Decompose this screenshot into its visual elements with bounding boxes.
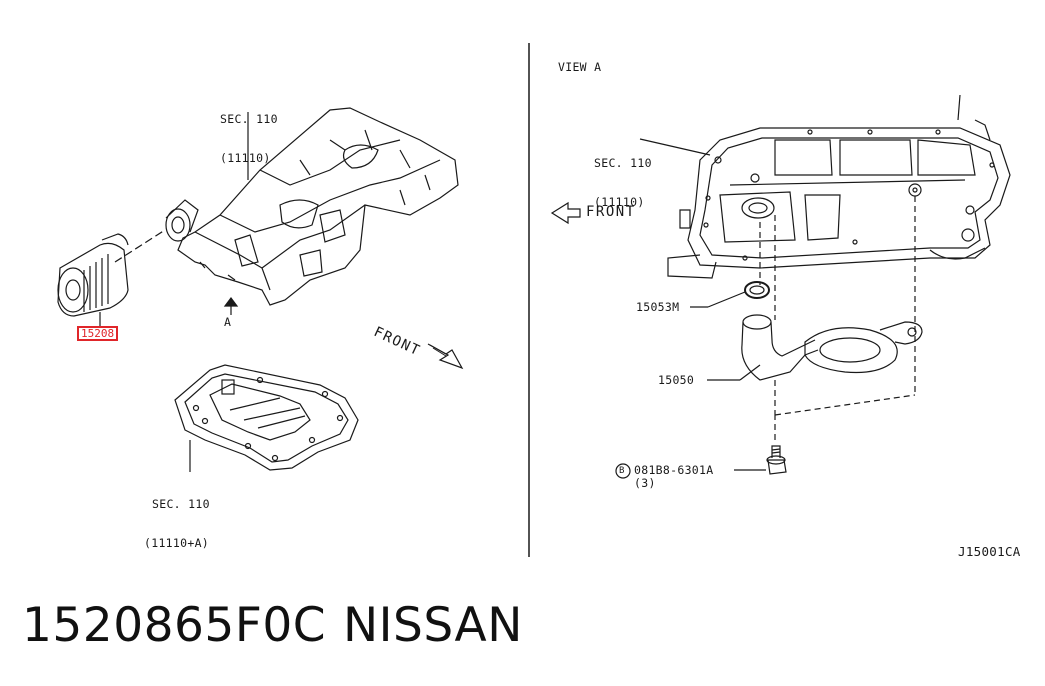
lower-oil-pan-drawing bbox=[174, 364, 359, 471]
diagram-code: J15001CA bbox=[958, 544, 1021, 559]
oil-strainer-drawing bbox=[741, 314, 923, 381]
view-a-label: VIEW A bbox=[558, 60, 602, 74]
sec-code: (11110) bbox=[594, 195, 645, 209]
sec-number: SEC. 110 bbox=[594, 156, 652, 170]
part-number-title: 1520865F0C bbox=[22, 598, 327, 653]
sec-number: SEC. 110 bbox=[152, 497, 210, 511]
bolt-qty-label: (3) bbox=[634, 476, 656, 490]
front-label-right: FRONT bbox=[586, 204, 636, 220]
sec-code: (11110) bbox=[220, 151, 271, 165]
bolt-symbol: B bbox=[619, 466, 625, 476]
part-15208-highlight[interactable]: 15208 bbox=[77, 326, 119, 341]
upper-oil-pan-drawing bbox=[114, 107, 459, 306]
sec-110-right-label: SEC. 110 (11110) bbox=[594, 131, 652, 222]
brand-title: NISSAN bbox=[343, 598, 523, 653]
sec-code: (11110+A) bbox=[144, 536, 210, 550]
part-15053m-label[interactable]: 15053M bbox=[636, 300, 680, 314]
sec-number: SEC. 110 bbox=[220, 112, 278, 126]
bolt-number-label[interactable]: 081B8-6301A bbox=[634, 463, 714, 477]
part-15050-label[interactable]: 15050 bbox=[658, 373, 695, 387]
arrow-a-label: A bbox=[224, 315, 232, 329]
sec-110-top-label: SEC. 110 (11110) bbox=[220, 87, 278, 178]
oil-filter-drawing bbox=[57, 233, 129, 317]
view-a-pan-drawing bbox=[667, 94, 1011, 279]
sec-110-bottom-label: SEC. 110 (11110+A) bbox=[144, 472, 210, 563]
bolt-drawing bbox=[766, 445, 787, 475]
